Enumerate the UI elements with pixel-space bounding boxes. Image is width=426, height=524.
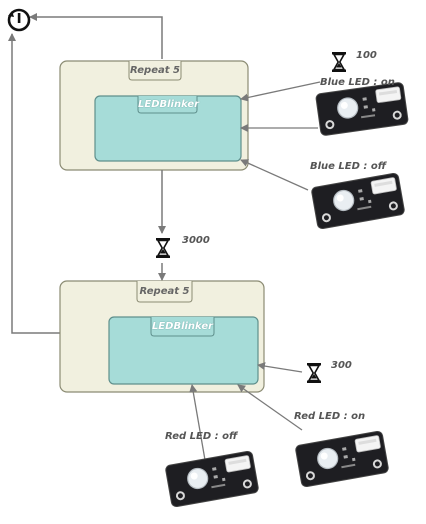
repeat-tab-1 bbox=[128, 61, 182, 81]
led-label-red-on: Red LED : on bbox=[294, 411, 366, 422]
delay-value-3000: 3000 bbox=[182, 235, 210, 246]
led-label-blue-off: Blue LED : off bbox=[310, 161, 387, 172]
connector-blue-off bbox=[240, 159, 309, 191]
hourglass-icon bbox=[155, 237, 171, 259]
repeat-tab-2 bbox=[136, 281, 193, 303]
delay-value-300: 300 bbox=[331, 360, 352, 371]
repeat-label-1: Repeat 5 bbox=[130, 65, 180, 76]
loop-power-icon[interactable] bbox=[7, 8, 31, 32]
connector-red-on bbox=[237, 384, 303, 431]
hourglass-icon bbox=[306, 362, 322, 384]
connector-red-off bbox=[189, 384, 206, 461]
led-label-red-off: Red LED : off bbox=[165, 431, 238, 442]
connector-red-delay bbox=[257, 362, 303, 373]
connector-blue-on-delay bbox=[240, 81, 321, 102]
led-module-icon[interactable] bbox=[164, 450, 260, 508]
led-module-icon[interactable] bbox=[314, 81, 410, 137]
hourglass-icon bbox=[331, 51, 347, 73]
ledblinker-label-2: LEDBlinker bbox=[151, 321, 214, 332]
delay-value-100: 100 bbox=[356, 50, 377, 61]
ledblinker-tab-1 bbox=[137, 96, 198, 114]
loop-back-top-arrow bbox=[29, 13, 163, 59]
led-label-blue-on: Blue LED : on bbox=[320, 77, 395, 88]
led-module-icon[interactable] bbox=[294, 430, 390, 488]
led-module-icon[interactable] bbox=[310, 172, 406, 230]
ledblinker-tab-2 bbox=[150, 317, 215, 337]
repeat-label-2: Repeat 5 bbox=[139, 286, 190, 297]
loop-back-left-arrow bbox=[8, 33, 60, 334]
ledblinker-label-1: LEDBlinker bbox=[138, 99, 200, 110]
